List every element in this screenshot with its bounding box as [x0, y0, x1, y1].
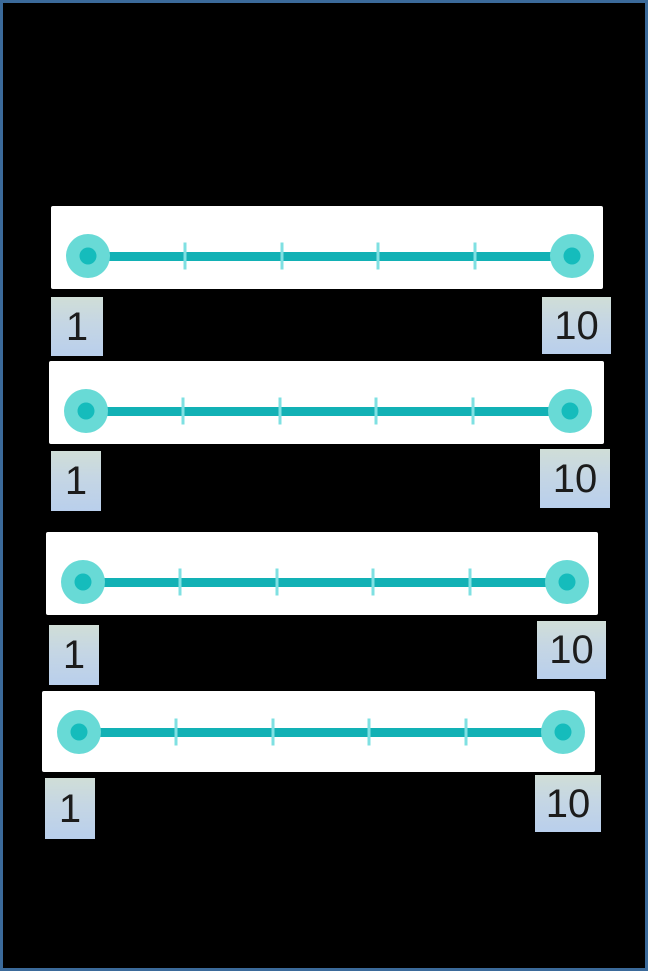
slider-2-handle-max[interactable] [548, 389, 592, 433]
slider-3-handle-max[interactable] [545, 560, 589, 604]
slider-1-handle-max[interactable] [550, 234, 594, 278]
slider-2-min-label: 1 [51, 451, 101, 511]
tick-mark [367, 718, 371, 746]
slider-3-max-label: 10 [537, 621, 606, 679]
slider-2-max-label: 10 [540, 449, 610, 508]
slider-1-track[interactable] [88, 251, 572, 261]
handle-dot-icon [70, 723, 88, 741]
tick-mark [371, 568, 375, 596]
slider-1-min-label: 1 [51, 297, 103, 356]
slider-4-max-label: 10 [535, 775, 601, 832]
tick-mark [178, 568, 182, 596]
handle-dot-icon [74, 573, 92, 591]
tick-mark [376, 242, 380, 270]
tick-mark [183, 242, 187, 270]
slider-3-handle-min[interactable] [61, 560, 105, 604]
slider-4-handle-max[interactable] [541, 710, 585, 754]
tick-mark [280, 242, 284, 270]
slider-2-handle-min[interactable] [64, 389, 108, 433]
slider-4-track[interactable] [79, 727, 563, 737]
tick-mark [473, 242, 477, 270]
tick-mark [174, 718, 178, 746]
tick-mark [271, 718, 275, 746]
tick-mark [471, 397, 475, 425]
tick-mark [468, 568, 472, 596]
slider-2 [49, 361, 604, 444]
slider-4 [42, 691, 595, 772]
handle-dot-icon [554, 723, 572, 741]
slider-1-max-label: 10 [542, 297, 611, 354]
tick-mark [181, 397, 185, 425]
slider-3 [46, 532, 598, 615]
handle-dot-icon [561, 402, 579, 420]
handle-dot-icon [558, 573, 576, 591]
tick-mark [374, 397, 378, 425]
slider-2-track[interactable] [86, 406, 570, 416]
handle-dot-icon [77, 402, 95, 420]
tick-mark [275, 568, 279, 596]
slider-1 [51, 206, 603, 289]
handle-dot-icon [563, 247, 581, 265]
slider-3-track[interactable] [83, 577, 567, 587]
slider-4-min-label: 1 [45, 778, 95, 839]
handle-dot-icon [79, 247, 97, 265]
slider-3-min-label: 1 [49, 625, 99, 685]
tick-mark [464, 718, 468, 746]
tick-mark [278, 397, 282, 425]
slider-1-handle-min[interactable] [66, 234, 110, 278]
slider-4-handle-min[interactable] [57, 710, 101, 754]
